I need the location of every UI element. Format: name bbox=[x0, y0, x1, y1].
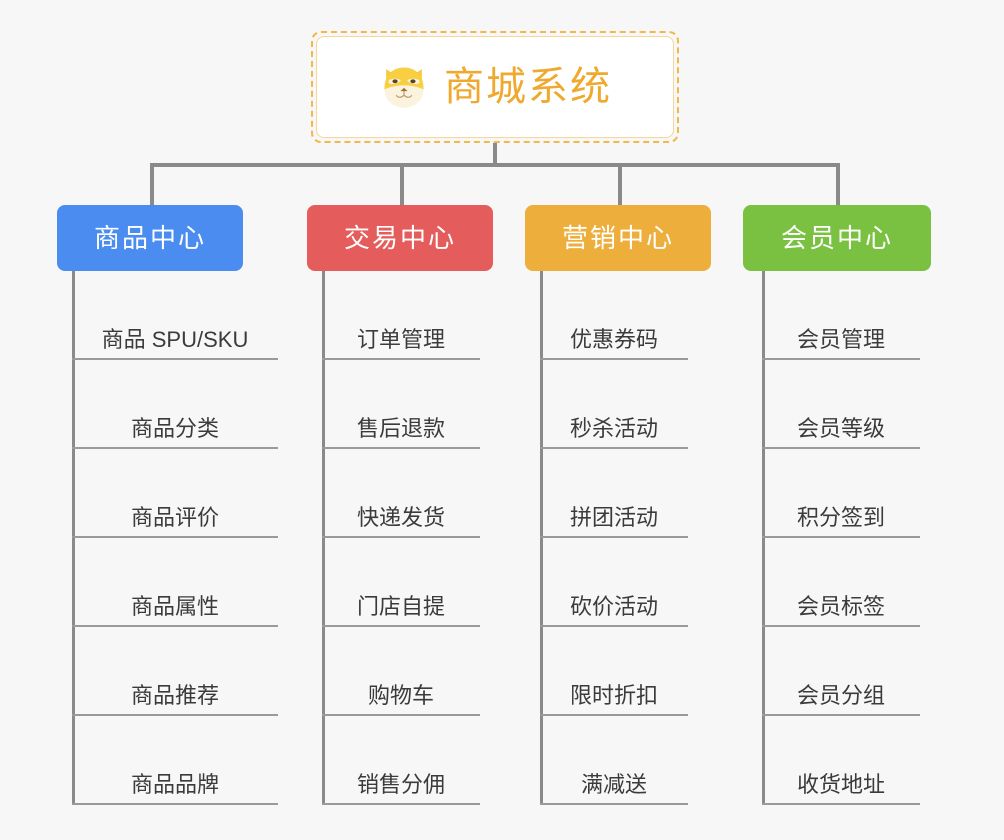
leaf-item-label: 拼团活动 bbox=[569, 504, 658, 530]
leaf-item[interactable]: 优惠券码 bbox=[540, 271, 688, 360]
leaf-item-label: 积分签到 bbox=[796, 504, 885, 530]
leaf-item-label: 购物车 bbox=[367, 682, 434, 708]
leaf-item[interactable]: 商品分类 bbox=[72, 360, 278, 449]
leaf-column-trade: 订单管理 售后退款 快递发货 门店自提 购物车 销售分佣 bbox=[322, 271, 552, 805]
leaf-item-label: 商品 SPU/SKU bbox=[101, 326, 249, 352]
leaf-item-label: 商品属性 bbox=[130, 593, 219, 619]
leaf-item-label: 订单管理 bbox=[356, 326, 445, 352]
leaf-item[interactable]: 商品品牌 bbox=[72, 716, 278, 805]
category-label: 商品中心 bbox=[93, 223, 206, 253]
leaf-item-label: 优惠券码 bbox=[569, 326, 658, 352]
leaf-item-label: 快递发货 bbox=[356, 504, 445, 530]
connector-drop-1 bbox=[150, 163, 154, 205]
leaf-item-label: 商品推荐 bbox=[130, 682, 219, 708]
leaf-item-label: 商品品牌 bbox=[130, 771, 219, 797]
leaf-item[interactable]: 售后退款 bbox=[322, 360, 480, 449]
leaf-item-label: 满减送 bbox=[580, 771, 647, 797]
leaf-item[interactable]: 门店自提 bbox=[322, 538, 480, 627]
category-label: 会员中心 bbox=[780, 223, 893, 253]
leaf-item-label: 售后退款 bbox=[356, 415, 445, 441]
leaf-column-product: 商品 SPU/SKU 商品分类 商品评价 商品属性 商品推荐 商品品牌 bbox=[72, 271, 302, 805]
leaf-item[interactable]: 限时折扣 bbox=[540, 627, 688, 716]
category-box-member[interactable]: 会员中心 bbox=[743, 205, 931, 271]
leaf-item-label: 会员管理 bbox=[796, 326, 885, 352]
root-title: 商城系统 bbox=[444, 65, 612, 109]
leaf-item[interactable]: 商品评价 bbox=[72, 449, 278, 538]
leaf-item-label: 商品分类 bbox=[130, 415, 219, 441]
leaf-item-label: 秒杀活动 bbox=[569, 415, 658, 441]
leaf-item[interactable]: 砍价活动 bbox=[540, 538, 688, 627]
leaf-item[interactable]: 订单管理 bbox=[322, 271, 480, 360]
category-label: 营销中心 bbox=[561, 223, 674, 253]
category-label: 交易中心 bbox=[343, 223, 456, 253]
leaf-item-label: 商品评价 bbox=[130, 504, 219, 530]
leaf-item[interactable]: 会员标签 bbox=[762, 538, 920, 627]
root-node[interactable]: 商城系统 bbox=[311, 31, 679, 143]
leaf-item[interactable]: 销售分佣 bbox=[322, 716, 480, 805]
leaf-item-label: 会员等级 bbox=[796, 415, 885, 441]
leaf-column-member: 会员管理 会员等级 积分签到 会员标签 会员分组 收货地址 bbox=[762, 271, 992, 805]
leaf-item-label: 会员标签 bbox=[796, 593, 885, 619]
leaf-item[interactable]: 收货地址 bbox=[762, 716, 920, 805]
leaf-item[interactable]: 会员管理 bbox=[762, 271, 920, 360]
shiba-dog-icon bbox=[378, 61, 430, 113]
category-box-trade[interactable]: 交易中心 bbox=[307, 205, 493, 271]
connector-horizontal-bus bbox=[150, 163, 840, 167]
leaf-item[interactable]: 商品 SPU/SKU bbox=[72, 271, 278, 360]
leaf-item[interactable]: 快递发货 bbox=[322, 449, 480, 538]
connector-root-stem bbox=[493, 143, 497, 165]
leaf-item[interactable]: 商品推荐 bbox=[72, 627, 278, 716]
column-trunk bbox=[72, 271, 75, 805]
column-trunk bbox=[762, 271, 765, 805]
leaf-item-label: 会员分组 bbox=[796, 682, 885, 708]
leaf-column-marketing: 优惠券码 秒杀活动 拼团活动 砍价活动 限时折扣 满减送 bbox=[540, 271, 770, 805]
leaf-item[interactable]: 积分签到 bbox=[762, 449, 920, 538]
leaf-item[interactable]: 购物车 bbox=[322, 627, 480, 716]
leaf-item[interactable]: 商品属性 bbox=[72, 538, 278, 627]
leaf-item-label: 砍价活动 bbox=[569, 593, 658, 619]
leaf-item[interactable]: 会员分组 bbox=[762, 627, 920, 716]
connector-drop-4 bbox=[836, 163, 840, 205]
connector-drop-2 bbox=[400, 163, 404, 205]
leaf-item-label: 销售分佣 bbox=[356, 771, 445, 797]
leaf-item[interactable]: 会员等级 bbox=[762, 360, 920, 449]
column-trunk bbox=[322, 271, 325, 805]
category-box-marketing[interactable]: 营销中心 bbox=[525, 205, 711, 271]
connector-drop-3 bbox=[618, 163, 622, 205]
leaf-item[interactable]: 秒杀活动 bbox=[540, 360, 688, 449]
column-trunk bbox=[540, 271, 543, 805]
leaf-item-label: 收货地址 bbox=[796, 771, 885, 797]
category-box-product[interactable]: 商品中心 bbox=[57, 205, 243, 271]
root-node-card: 商城系统 bbox=[316, 36, 674, 138]
leaf-item-label: 限时折扣 bbox=[569, 682, 658, 708]
leaf-item-label: 门店自提 bbox=[356, 593, 445, 619]
leaf-item[interactable]: 满减送 bbox=[540, 716, 688, 805]
leaf-item[interactable]: 拼团活动 bbox=[540, 449, 688, 538]
